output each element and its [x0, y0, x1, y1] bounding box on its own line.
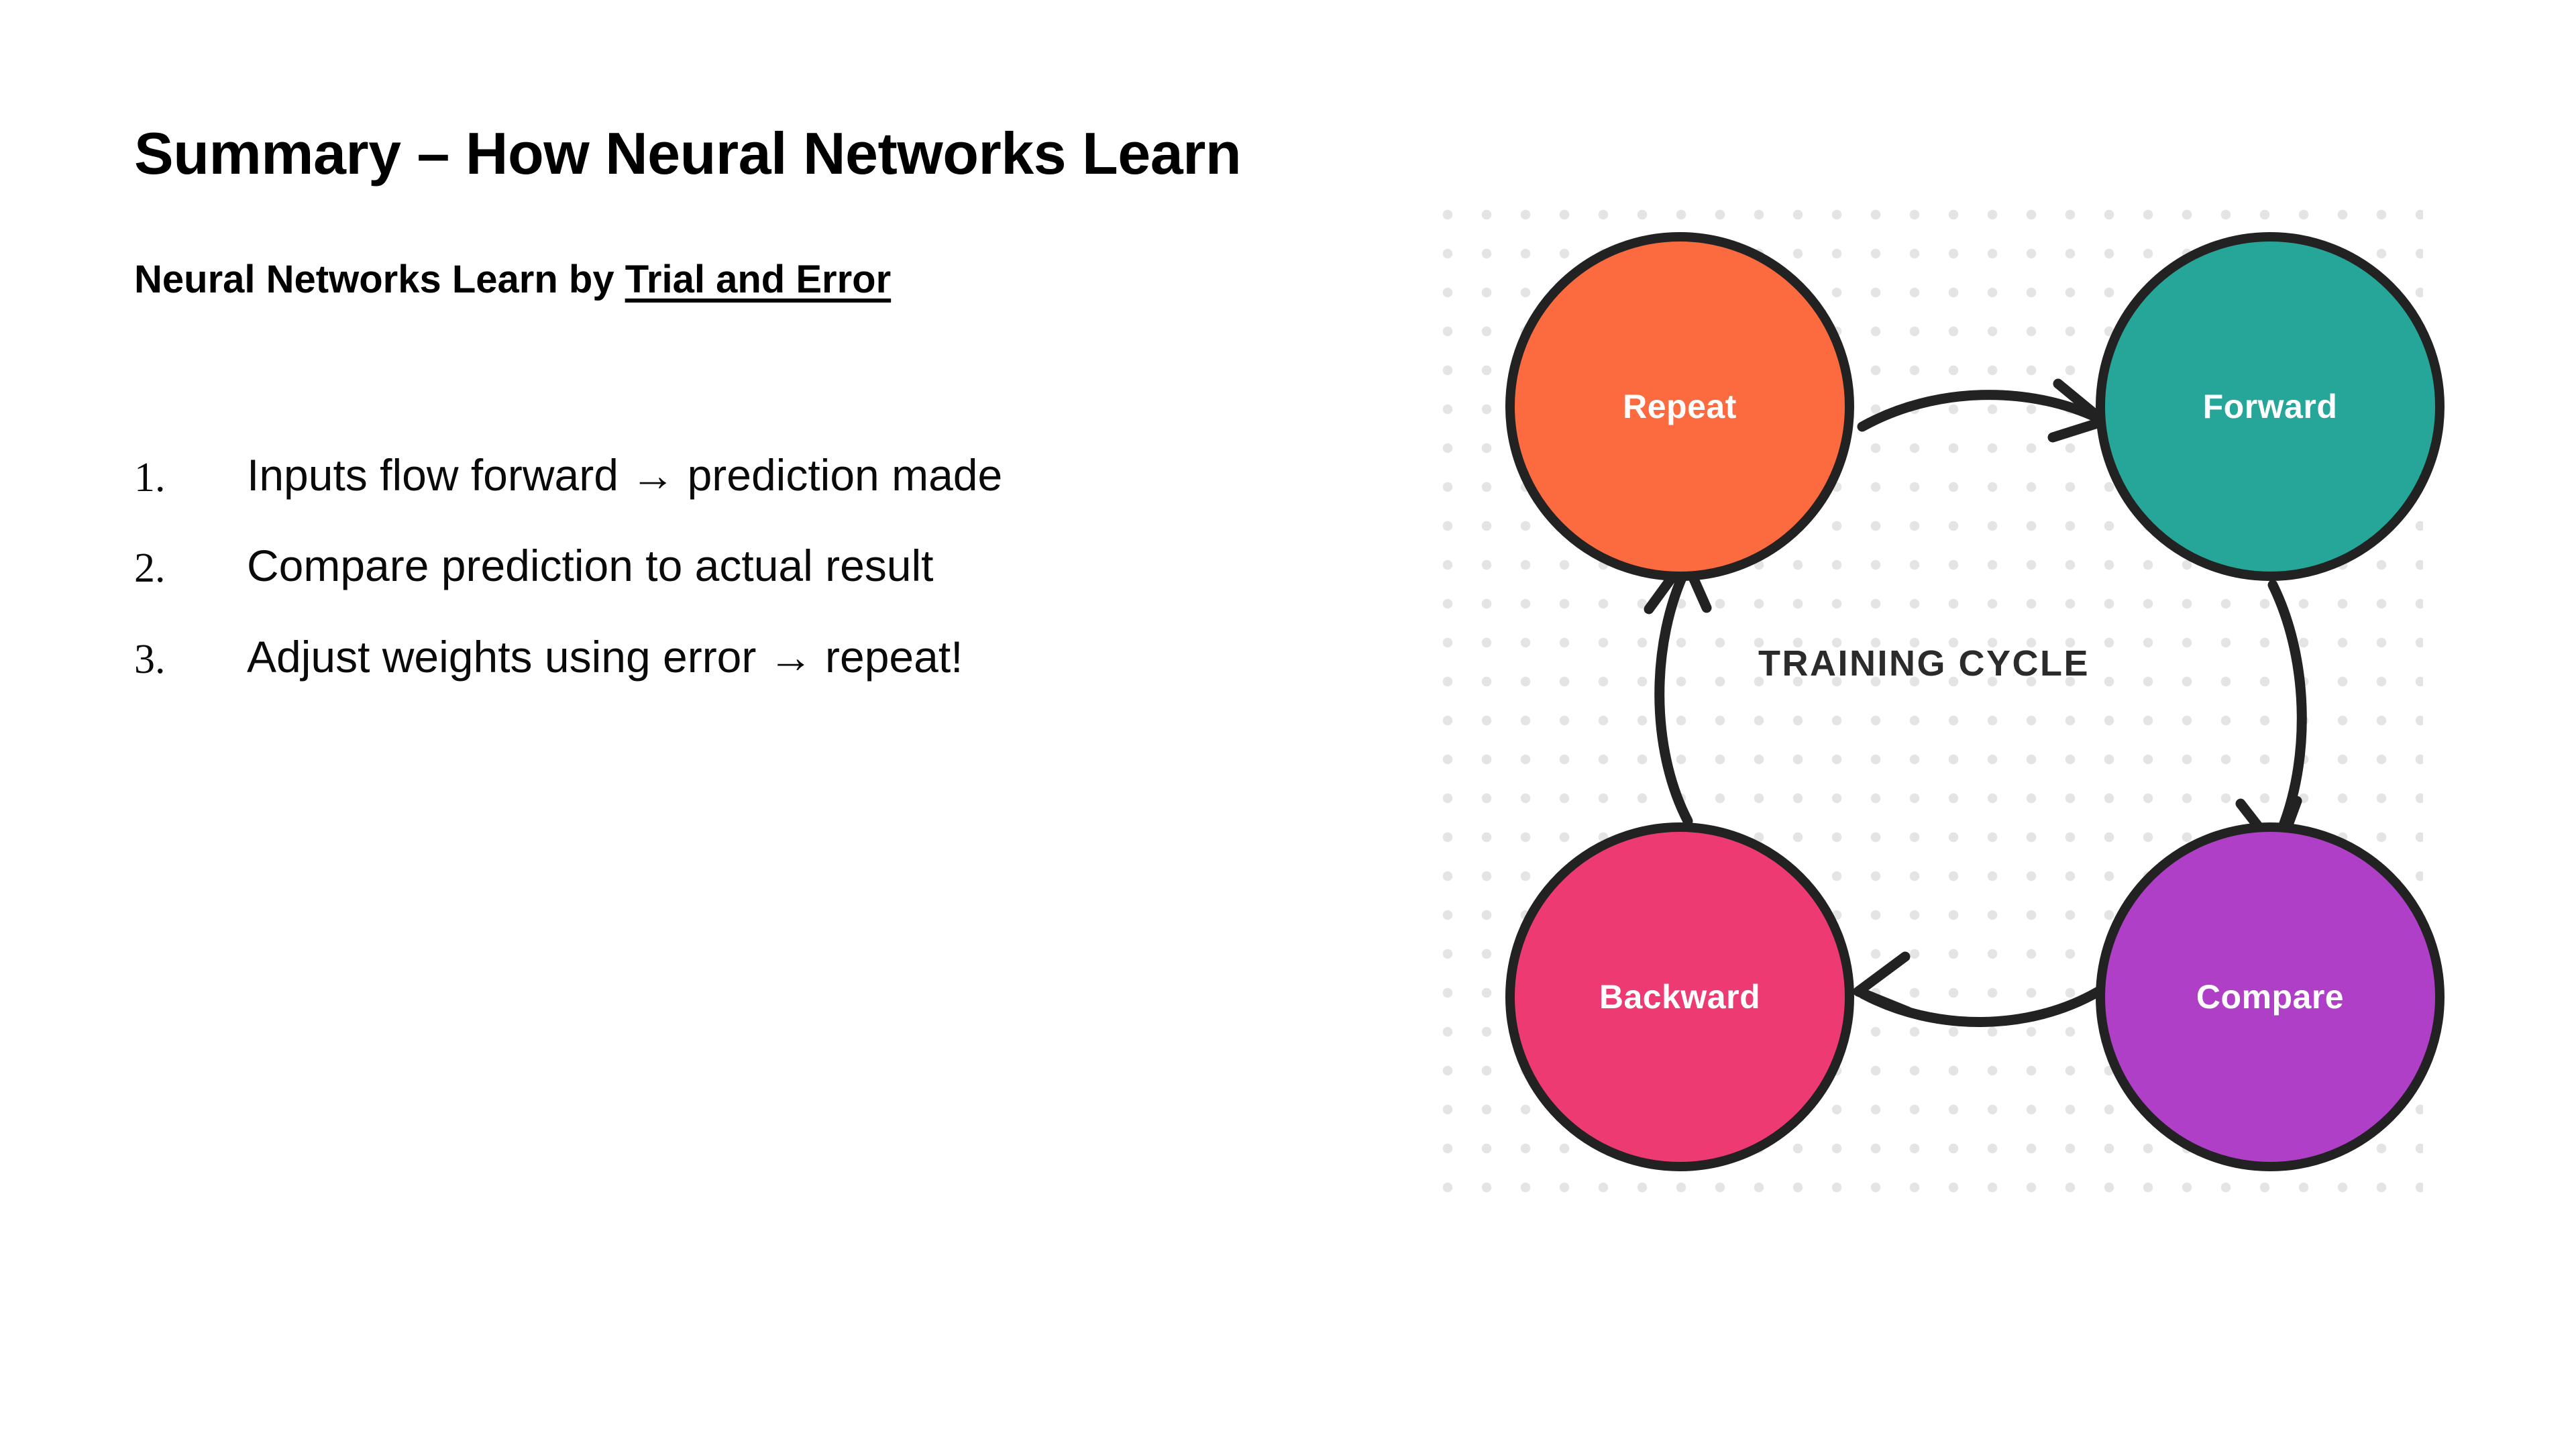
steps-list: 1. Inputs flow forward → prediction made…: [134, 450, 1181, 723]
cycle-node-label: Backward: [1599, 978, 1761, 1016]
arrowhead-compare-to-backward: [1853, 951, 1913, 1017]
page-title: Summary – How Neural Networks Learn: [134, 120, 1242, 186]
list-item-text: Compare prediction to actual result: [247, 541, 934, 591]
slide-subtitle: Neural Networks Learn by Trial and Error: [134, 257, 891, 302]
cycle-arrows-layer: [1644, 378, 2307, 1027]
subtitle-emphasis: Trial and Error: [625, 258, 892, 301]
arrow-repeat-to-forward: [1857, 390, 2104, 432]
arrow-backward-to-repeat: [1654, 562, 1693, 826]
cycle-node-forward[interactable]: Forward: [2096, 232, 2445, 581]
cycle-node-repeat[interactable]: Repeat: [1505, 232, 1854, 581]
list-item: 2. Compare prediction to actual result: [134, 541, 1181, 592]
cycle-node-label: Compare: [2196, 978, 2345, 1016]
training-cycle-diagram: Repeat Forward Compare Backward TRAINING…: [1425, 192, 2445, 1195]
list-item-text: Adjust weights using error → repeat!: [247, 631, 963, 682]
cycle-node-label: Forward: [2202, 388, 2338, 425]
list-item: 3. Adjust weights using error → repeat!: [134, 631, 1181, 683]
cycle-node-compare[interactable]: Compare: [2096, 822, 2445, 1171]
cycle-node-label: Repeat: [1623, 388, 1737, 425]
list-item-number: 3.: [134, 636, 166, 682]
list-item-number: 1.: [134, 455, 166, 500]
diagram-center-label: TRAINING CYCLE: [1758, 643, 2090, 684]
list-item-number: 2.: [134, 545, 166, 592]
subtitle-prefix: Neural Networks Learn by: [134, 258, 625, 301]
cycle-node-backward[interactable]: Backward: [1505, 822, 1854, 1171]
list-item-text: Inputs flow forward → prediction made: [247, 450, 1003, 500]
list-item: 1. Inputs flow forward → prediction made: [134, 450, 1181, 501]
